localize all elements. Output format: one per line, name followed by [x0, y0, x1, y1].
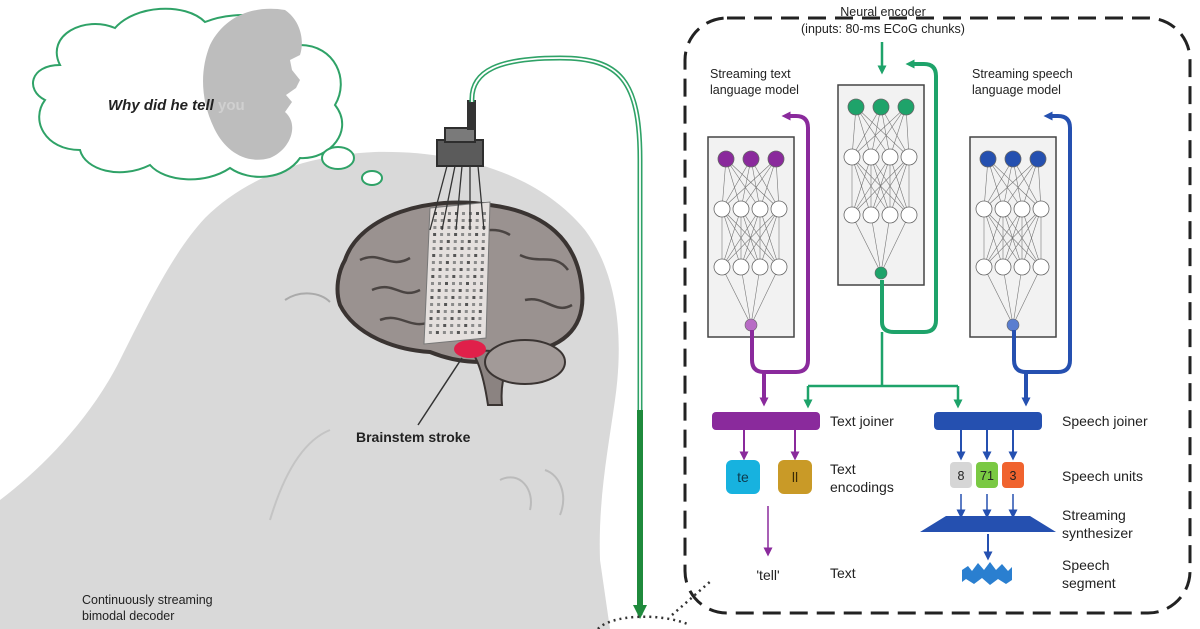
- decoder-label-line1: Continuously streaming: [82, 593, 213, 607]
- thought-text-dark: Why did he tell: [108, 97, 215, 114]
- encoder-to-joiners: [808, 332, 958, 388]
- speech-segment-waveform: [962, 562, 1012, 585]
- speech-lm-feedback-loop: [1012, 111, 1072, 374]
- speech-unit-token-2: 71: [980, 469, 994, 483]
- text-lm-feedback-loop: [750, 111, 810, 374]
- ecog-electrode-array: [423, 201, 491, 345]
- text-lm-title-line1: Streaming text: [710, 67, 791, 81]
- text-encodings-label-line2: encodings: [830, 479, 894, 495]
- speech-unit-tile-3: [1002, 462, 1024, 488]
- speech-lm-title-line1: Streaming speech: [972, 67, 1073, 81]
- decoder-label-line2: bimodal decoder: [82, 609, 174, 623]
- text-encoding-tile-1: [726, 460, 760, 494]
- synthesizer-label-line2: synthesizer: [1062, 525, 1133, 541]
- text-lm-title-line2: language model: [710, 83, 799, 97]
- speech-unit-token-3: 3: [1010, 469, 1017, 483]
- text-language-model-network: [707, 136, 795, 338]
- thinker-face-silhouette: [203, 8, 302, 160]
- speech-joiner-bar: [934, 412, 1042, 430]
- encoder-subtitle: (inputs: 80-ms ECoG chunks): [801, 22, 965, 36]
- headstage-connector: [429, 100, 485, 231]
- thought-text-faded: you: [218, 97, 245, 114]
- encoder-title: Neural encoder: [840, 5, 925, 19]
- neural-encoder-network: [837, 84, 925, 286]
- speech-language-model-network: [969, 136, 1057, 338]
- zoom-connector-dotted: [671, 579, 713, 616]
- text-output-label: Text: [830, 565, 856, 581]
- speech-unit-tile-1: [950, 462, 972, 488]
- speech-segment-label-line1: Speech: [1062, 557, 1109, 573]
- stroke-label: Brainstem stroke: [356, 429, 471, 445]
- speech-segment-label-line2: segment: [1062, 575, 1116, 591]
- text-encoding-token-2: ll: [792, 469, 798, 485]
- decoder-circle-dotted: [597, 615, 691, 629]
- encoder-feedback-loop: [880, 59, 938, 334]
- text-output-token: 'tell': [756, 567, 779, 583]
- text-encoding-tile-2: [778, 460, 812, 494]
- synthesizer-label-line1: Streaming: [1062, 507, 1126, 523]
- speech-lm-title-line2: language model: [972, 83, 1061, 97]
- text-encodings-label-line1: Text: [830, 461, 856, 477]
- decoder-dashed-frame: [683, 16, 1192, 615]
- streaming-synthesizer-shape: [920, 516, 1056, 532]
- speech-units-label: Speech units: [1062, 468, 1143, 484]
- stroke-pointer: [417, 357, 463, 426]
- text-joiner-label: Text joiner: [830, 413, 894, 429]
- speech-unit-tile-2: [976, 462, 998, 488]
- brainstem-stroke-mark: [454, 340, 486, 358]
- speech-unit-token-1: 8: [958, 469, 965, 483]
- text-encoding-token-1: te: [737, 469, 749, 485]
- text-joiner-bar: [712, 412, 820, 430]
- speech-joiner-label: Speech joiner: [1062, 413, 1148, 429]
- thought-text: Why did he tell you: [108, 97, 245, 114]
